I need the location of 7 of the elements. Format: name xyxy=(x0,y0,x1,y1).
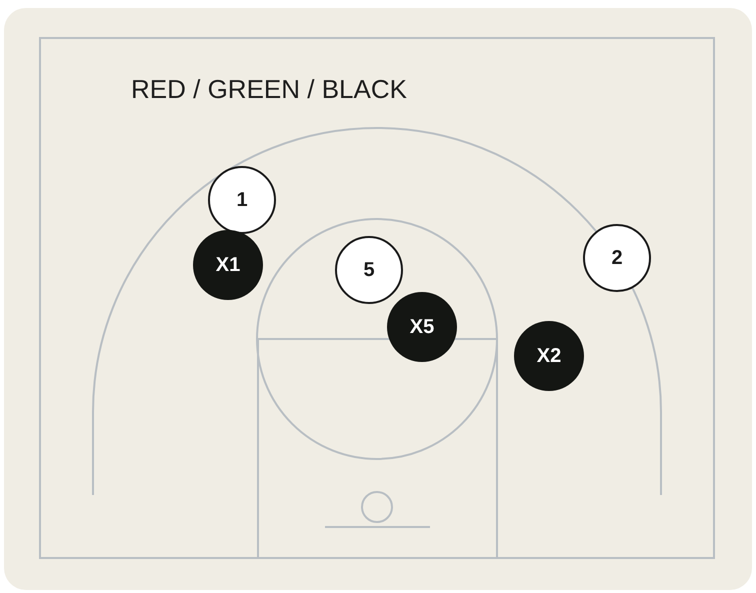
player-label: X1 xyxy=(216,254,240,276)
player-label: 1 xyxy=(236,188,248,212)
player-label: 2 xyxy=(611,246,623,270)
player-label: 5 xyxy=(363,258,375,282)
diagram-title: RED / GREEN / BLACK xyxy=(131,74,407,105)
player-label: X5 xyxy=(410,316,434,338)
player-label: X2 xyxy=(536,344,562,368)
